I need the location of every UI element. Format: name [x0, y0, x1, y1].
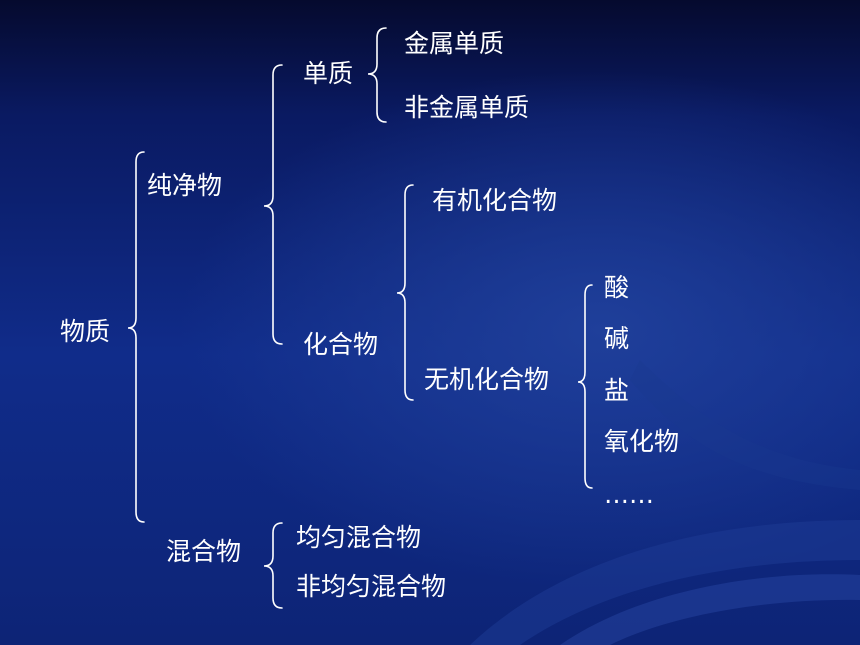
node-more: ……	[604, 480, 654, 509]
node-homogeneous-mixture: 均匀混合物	[296, 523, 422, 552]
node-oxide: 氧化物	[604, 427, 680, 456]
node-pure-substance: 纯净物	[147, 171, 223, 200]
node-nonmetal-element: 非金属单质	[404, 93, 530, 122]
brace-mixture	[263, 522, 283, 609]
node-acid: 酸	[604, 273, 630, 302]
node-inorganic-compound: 无机化合物	[424, 365, 550, 394]
node-root: 物质	[60, 317, 111, 346]
node-base: 碱	[604, 324, 630, 353]
node-mixture: 混合物	[166, 537, 242, 566]
node-metal-element: 金属单质	[404, 29, 505, 58]
brace-element	[367, 27, 387, 123]
brace-inorganic	[577, 284, 593, 489]
brace-pure	[263, 64, 283, 345]
node-compound: 化合物	[303, 330, 379, 359]
node-element: 单质	[303, 59, 354, 88]
node-salt: 盐	[604, 376, 630, 405]
node-organic-compound: 有机化合物	[432, 186, 558, 215]
node-heterogeneous-mixture: 非均匀混合物	[296, 572, 447, 601]
brace-compound	[396, 184, 414, 401]
brace-root	[127, 151, 145, 523]
